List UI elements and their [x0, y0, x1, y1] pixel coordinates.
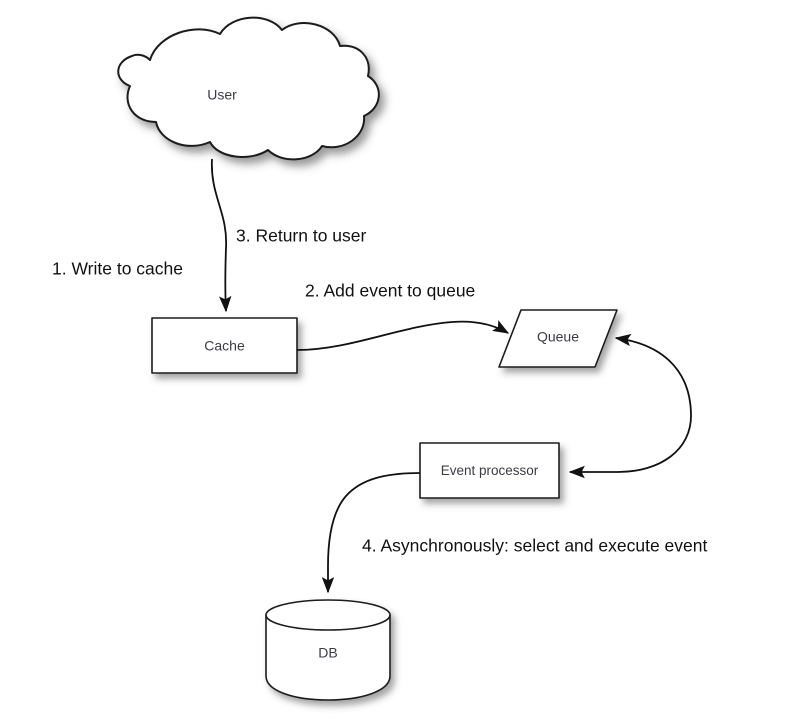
edge-label-step-3: 3. Return to user: [236, 226, 367, 246]
node-db-label: DB: [318, 645, 337, 661]
node-event-processor[interactable]: Event processor: [419, 442, 560, 499]
node-cache[interactable]: Cache: [151, 317, 298, 374]
edge-queue-event-processor-loop: [568, 333, 692, 479]
edge-event-processor-to-db: [321, 472, 421, 594]
node-db[interactable]: DB: [265, 599, 391, 701]
node-queue[interactable]: Queue: [498, 309, 618, 368]
node-event-processor-label: Event processor: [441, 463, 539, 478]
edge-label-step-1: 1. Write to cache: [52, 259, 183, 279]
node-queue-label: Queue: [537, 329, 579, 345]
edge-label-step-4: 4. Asynchronously: select and execute ev…: [362, 536, 707, 556]
edge-cache-to-queue: [296, 320, 510, 351]
node-user-label: User: [207, 87, 237, 103]
node-user[interactable]: User: [117, 16, 380, 161]
node-cache-label: Cache: [204, 338, 245, 354]
edge-user-to-cache: [211, 158, 232, 313]
edge-label-step-2: 2. Add event to queue: [305, 281, 475, 301]
